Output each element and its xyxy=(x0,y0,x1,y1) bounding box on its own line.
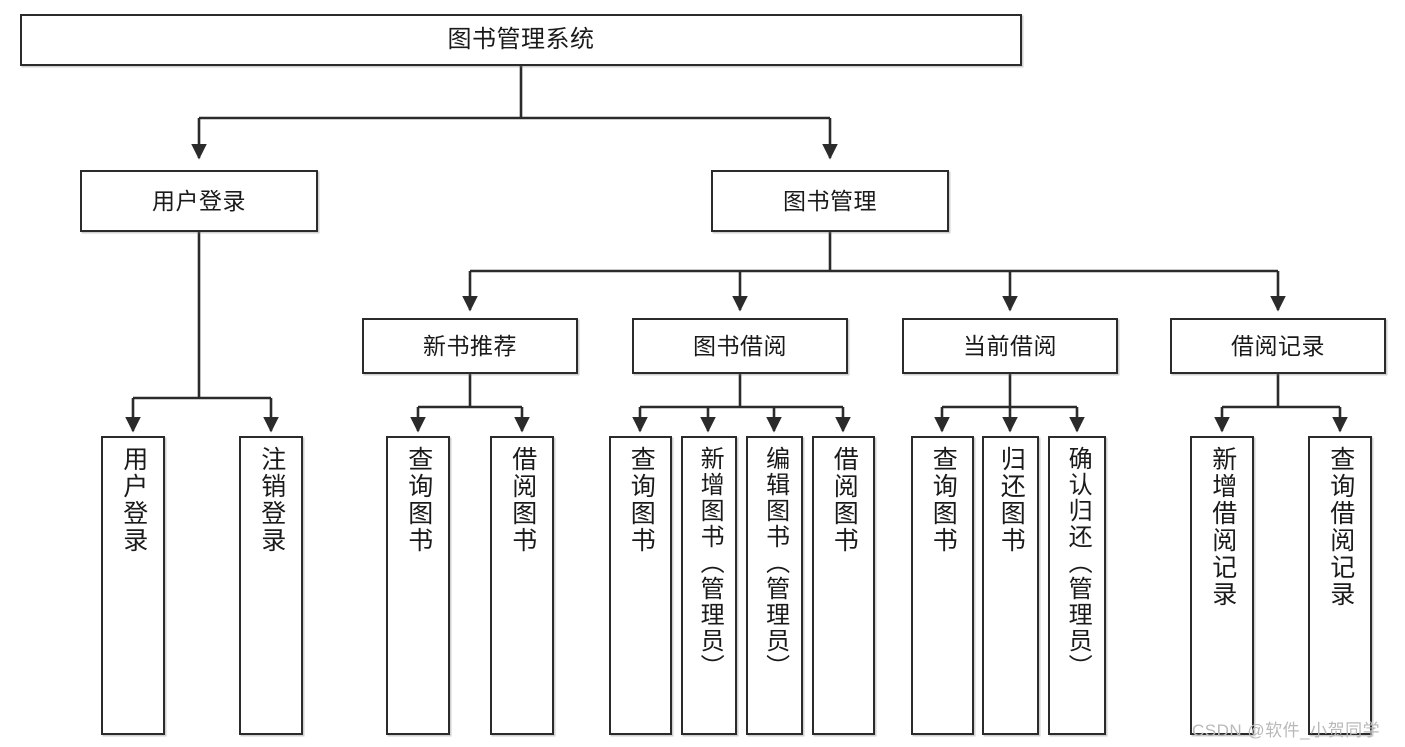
node-leaf-query-borrow-record[interactable]: 查询借阅记录 xyxy=(1308,436,1372,735)
node-label: 借阅图书 xyxy=(508,446,537,554)
node-label: 借阅记录 xyxy=(1231,332,1325,359)
node-label: 归还图书 xyxy=(997,446,1026,554)
node-label: 注销登录 xyxy=(257,446,286,554)
node-label: 当前借阅 xyxy=(963,332,1057,359)
node-leaf-add-book-admin[interactable]: 新增图书（管理员） xyxy=(681,436,737,735)
node-user-login[interactable]: 用户登录 xyxy=(80,170,318,232)
node-leaf-add-borrow-record[interactable]: 新增借阅记录 xyxy=(1190,436,1254,735)
node-leaf-borrow-book[interactable]: 借阅图书 xyxy=(812,436,875,735)
node-borrow-record[interactable]: 借阅记录 xyxy=(1170,318,1386,374)
node-label: 查询图书 xyxy=(627,446,656,554)
node-root-system[interactable]: 图书管理系统 xyxy=(20,14,1022,66)
node-leaf-query-book-borrow[interactable]: 查询图书 xyxy=(609,436,672,735)
node-label: 查询图书 xyxy=(929,446,958,554)
node-label: 确认归还（管理员） xyxy=(1064,446,1092,680)
node-label: 用户登录 xyxy=(152,187,246,214)
node-label: 新书推荐 xyxy=(423,332,517,359)
node-label: 查询图书 xyxy=(404,446,433,554)
node-label: 借阅图书 xyxy=(830,446,859,554)
node-leaf-logout[interactable]: 注销登录 xyxy=(239,436,303,735)
node-current-borrow[interactable]: 当前借阅 xyxy=(902,318,1118,374)
node-new-book-recommend[interactable]: 新书推荐 xyxy=(362,318,578,374)
node-label: 图书管理 xyxy=(783,187,877,214)
node-leaf-query-book-recommend[interactable]: 查询图书 xyxy=(386,436,450,735)
node-label: 用户登录 xyxy=(119,446,148,554)
node-leaf-query-book-current[interactable]: 查询图书 xyxy=(911,436,974,735)
node-leaf-edit-book-admin[interactable]: 编辑图书（管理员） xyxy=(746,436,803,735)
node-label: 图书借阅 xyxy=(693,332,787,359)
node-label: 新增图书（管理员） xyxy=(696,446,724,680)
node-book-borrow[interactable]: 图书借阅 xyxy=(632,318,848,374)
node-label: 图书管理系统 xyxy=(447,26,595,54)
node-book-management[interactable]: 图书管理 xyxy=(711,170,949,232)
watermark-text: CSDN @软件_小贺同学 xyxy=(1192,721,1381,740)
node-label: 查询借阅记录 xyxy=(1326,446,1355,608)
node-leaf-return-book[interactable]: 归还图书 xyxy=(982,436,1039,735)
node-leaf-user-login[interactable]: 用户登录 xyxy=(101,436,165,735)
node-label: 编辑图书（管理员） xyxy=(761,446,789,680)
node-leaf-borrow-book-recommend[interactable]: 借阅图书 xyxy=(490,436,554,735)
node-leaf-confirm-return-admin[interactable]: 确认归还（管理员） xyxy=(1048,436,1106,735)
node-label: 新增借阅记录 xyxy=(1208,446,1237,608)
